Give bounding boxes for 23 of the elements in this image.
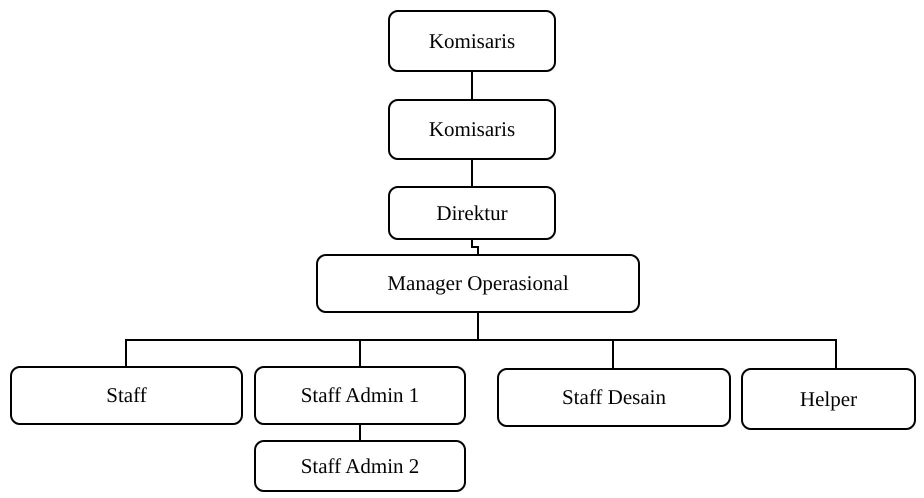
org-box bbox=[254, 440, 466, 492]
role-title: Komisaris bbox=[428, 117, 516, 142]
org-box bbox=[254, 366, 466, 425]
org-box bbox=[316, 254, 640, 313]
connector-line bbox=[359, 425, 361, 440]
org-box bbox=[10, 366, 243, 425]
role-title: Komisaris bbox=[428, 28, 516, 54]
org-box bbox=[497, 368, 731, 427]
connector-line bbox=[477, 313, 837, 368]
connector-line bbox=[471, 240, 479, 254]
org-box bbox=[388, 10, 556, 72]
connector-line bbox=[471, 160, 473, 186]
role-title: Manager Operasional bbox=[387, 271, 569, 296]
role-title: Direktur bbox=[436, 200, 508, 226]
org-box bbox=[388, 99, 556, 160]
role-title: Staff Desain bbox=[562, 385, 666, 410]
role-title: Staff bbox=[106, 383, 147, 408]
org-box bbox=[388, 186, 556, 240]
role-title: Staff Admin 1 bbox=[300, 383, 420, 408]
org-box bbox=[741, 368, 916, 430]
role-title: Helper bbox=[800, 386, 858, 412]
connector-line bbox=[471, 72, 473, 99]
role-title: Staff Admin 2 bbox=[300, 454, 420, 478]
